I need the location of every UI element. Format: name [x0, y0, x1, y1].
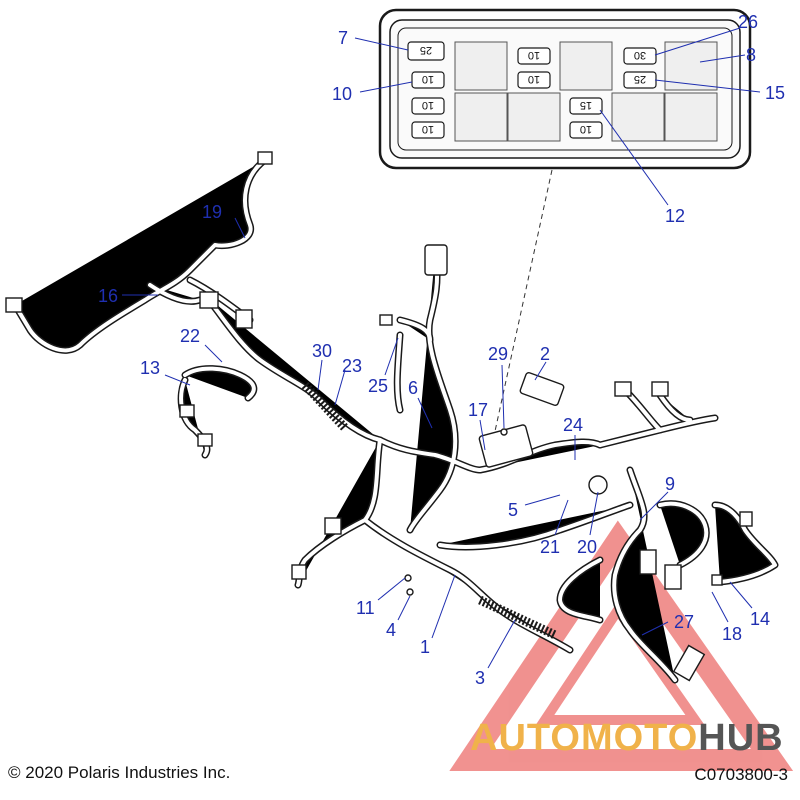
detail-link-line — [491, 169, 553, 446]
fuse-label: 15 — [580, 99, 592, 111]
connector — [424, 244, 448, 276]
callout-2: 2 — [540, 344, 550, 364]
callout-6: 6 — [408, 378, 418, 398]
callout-3: 3 — [475, 668, 485, 688]
fuse-box-detail: 25 10 10 10 10 10 30 25 15 10 — [378, 8, 752, 170]
diagram-code: C0703800-3 — [694, 765, 788, 784]
callout-5: 5 — [508, 500, 518, 520]
callout-1: 1 — [420, 637, 430, 657]
connector — [257, 151, 273, 165]
connector — [324, 517, 342, 535]
harness-drawing — [5, 151, 775, 682]
connector — [291, 564, 307, 580]
connector — [199, 291, 219, 309]
corrugated-tube — [301, 381, 349, 432]
callout-25: 25 — [368, 376, 388, 396]
connector — [672, 644, 706, 682]
connector — [197, 433, 213, 447]
watermark-brand: AUTOMOTOHUB — [470, 717, 784, 760]
copyright-text: © 2020 Polaris Industries Inc. — [8, 763, 231, 782]
callout-13: 13 — [140, 358, 160, 378]
callout-14: 14 — [750, 609, 770, 629]
connector — [664, 564, 682, 590]
leader-lines — [122, 27, 761, 669]
callout-11: 11 — [356, 598, 375, 618]
fuse-label: 30 — [634, 49, 646, 61]
watermark-brand-part2: HUB — [698, 717, 784, 759]
callout-24: 24 — [563, 415, 583, 435]
fastener-29 — [500, 428, 508, 436]
callout-19: 19 — [202, 202, 222, 222]
connector — [739, 511, 753, 527]
callout-23: 23 — [342, 356, 362, 376]
connector — [614, 381, 632, 397]
fuse-label: 25 — [420, 44, 432, 56]
callout-27: 27 — [674, 612, 694, 632]
callout-12: 12 — [665, 206, 685, 226]
callout-20: 20 — [577, 537, 597, 557]
fuse-label: 10 — [422, 73, 434, 85]
callout-9: 9 — [665, 474, 675, 494]
callout-8: 8 — [746, 45, 756, 65]
connector — [651, 381, 669, 397]
connector — [639, 549, 657, 575]
callout-18: 18 — [722, 624, 742, 644]
corrugated-tube — [478, 595, 557, 640]
callout-15: 15 — [765, 83, 785, 103]
fuse-label: 10 — [528, 49, 540, 61]
fastener-11 — [404, 574, 412, 582]
callout-7: 7 — [338, 28, 348, 48]
connector — [379, 314, 393, 326]
relay-module-2 — [519, 371, 565, 407]
callout-26: 26 — [738, 12, 758, 32]
fuse-label: 10 — [422, 123, 434, 135]
connector — [711, 574, 723, 586]
connector — [235, 309, 253, 329]
fuse-label: 10 — [422, 99, 434, 111]
callout-4: 4 — [386, 620, 396, 640]
fuse-label: 10 — [528, 73, 540, 85]
grommet-20 — [588, 475, 608, 495]
callout-16: 16 — [98, 286, 118, 306]
callout-17: 17 — [468, 400, 488, 420]
callout-30: 30 — [312, 341, 332, 361]
fuse-label: 10 — [580, 123, 592, 135]
callout-22: 22 — [180, 326, 200, 346]
fastener-4 — [406, 588, 414, 596]
connector — [179, 404, 195, 418]
watermark-brand-part1: AUTOMOTO — [470, 717, 699, 759]
callout-29: 29 — [488, 344, 508, 364]
callout-10: 10 — [332, 84, 352, 104]
callout-21: 21 — [540, 537, 560, 557]
fuse-label: 25 — [634, 73, 646, 85]
connector — [5, 297, 23, 313]
callouts: 7 26 8 10 15 12 19 16 22 13 30 23 25 6 2… — [98, 12, 785, 688]
